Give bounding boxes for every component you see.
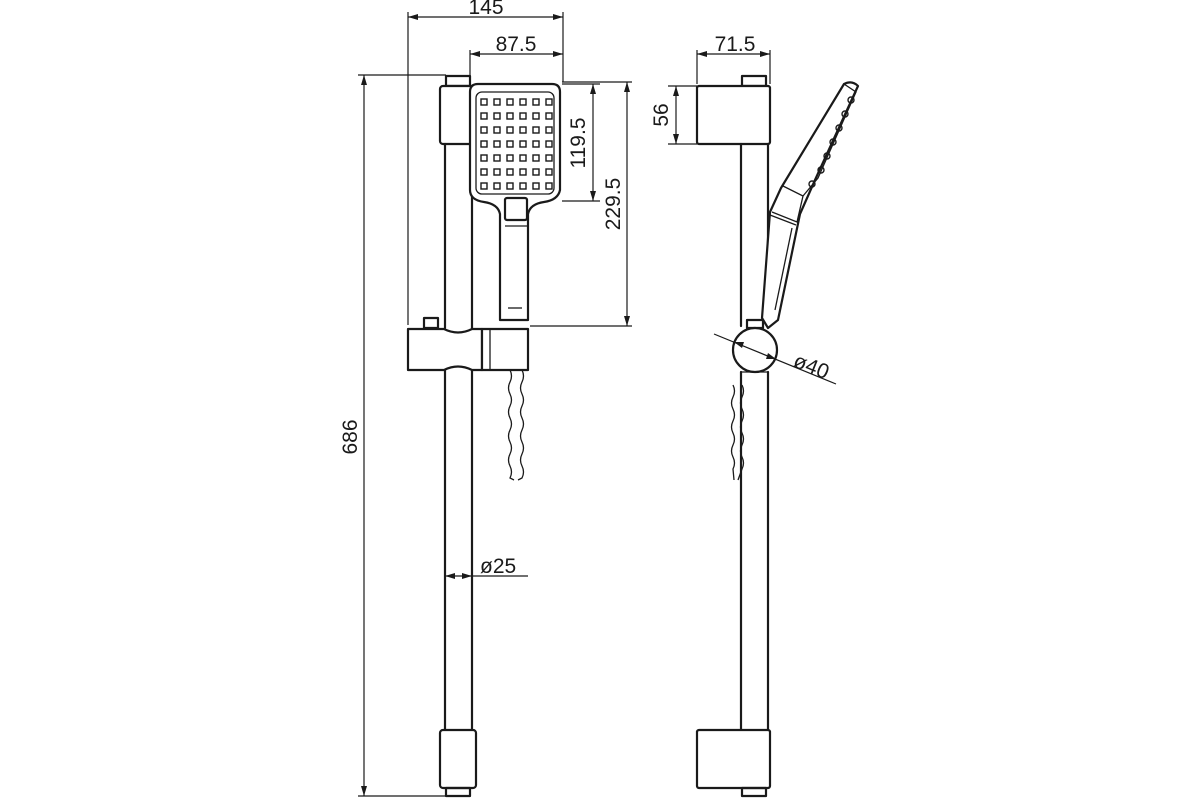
nozzle [506,168,514,176]
nozzle [545,126,553,134]
nozzle [532,154,540,162]
dim-label-side-depth: 71.5 [715,33,756,56]
nozzle [480,98,488,106]
nozzle [506,154,514,162]
nozzle [506,126,514,134]
nozzle [480,112,488,120]
nozzle [480,140,488,148]
nozzle [532,168,540,176]
nozzle [506,98,514,106]
dim-side-depth: 71.5 [696,33,771,84]
nozzle [519,182,527,190]
dim-label-head-height: 119.5 [567,118,590,169]
nozzle-grid [480,98,553,190]
nozzle [506,112,514,120]
front-hand-shower [468,82,562,322]
nozzle [532,98,540,106]
side-slider-ball [731,318,779,374]
dim-label-overall-width: 145 [468,0,503,19]
nozzle [506,140,514,148]
dim-handset-length: 229.5 [530,81,632,327]
dim-overall-height: 686 [339,74,446,797]
side-view: 71.5 56 ø40 [650,33,860,798]
nozzle [493,168,501,176]
side-hose [730,384,745,481]
nozzle [532,112,540,120]
nozzle [480,168,488,176]
dim-bracket-height: 56 [650,85,697,145]
nozzle [545,182,553,190]
front-top-bracket [438,74,478,146]
nozzle [493,112,501,120]
nozzle [480,154,488,162]
side-hand-shower [760,81,860,330]
front-bottom-bracket [438,728,478,798]
nozzle [519,168,527,176]
nozzle [545,168,553,176]
side-nozzles [808,96,855,188]
nozzle [545,140,553,148]
dim-label-bracket-height: 56 [650,103,673,126]
nozzle [493,140,501,148]
nozzle [532,140,540,148]
nozzle [532,126,540,134]
dim-rail-diameter: ø25 [445,555,528,579]
nozzle [506,182,514,190]
dim-overall-width: 145 [407,0,564,325]
side-bottom-bracket [695,728,772,798]
dim-label-handset-length: 229.5 [602,178,625,231]
nozzle [519,154,527,162]
dim-head-width: 87.5 [469,33,563,82]
nozzle [545,98,553,106]
front-rail [443,142,474,732]
dim-head-height: 119.5 [562,83,600,202]
front-hose [507,369,525,481]
nozzle [545,112,553,120]
side-top-bracket [695,74,772,146]
nozzle [545,154,553,162]
nozzle [493,182,501,190]
dim-label-rail-diameter: ø25 [480,555,516,578]
dim-label-slider-diameter: ø40 [790,349,832,384]
nozzle [493,98,501,106]
nozzle [480,126,488,134]
nozzle [480,182,488,190]
nozzle [493,126,501,134]
nozzle [493,154,501,162]
dim-label-head-width: 87.5 [496,33,537,56]
nozzle [519,112,527,120]
nozzle [532,182,540,190]
side-rail [739,142,770,732]
nozzle [519,140,527,148]
front-view: 145 87.5 119.5 229.5 [339,0,632,798]
nozzle [519,126,527,134]
nozzle [519,98,527,106]
dim-label-overall-height: 686 [339,419,362,454]
front-slider-holder [406,316,530,372]
